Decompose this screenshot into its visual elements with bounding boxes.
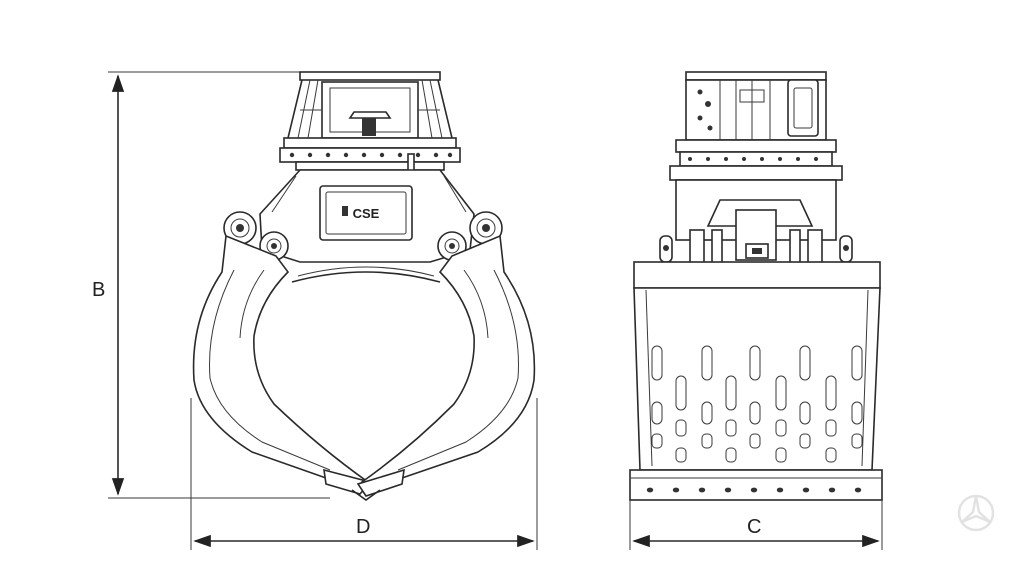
dimension-b-label: B [92, 279, 105, 301]
mercedes-star-icon [957, 494, 995, 532]
dimension-d-label: D [356, 516, 370, 538]
dimension-d: D [190, 398, 538, 550]
dimension-b: B [92, 71, 330, 499]
dimension-c-label: C [747, 516, 761, 538]
logo-plate-text: CSE [353, 206, 380, 221]
grapple-side-view [629, 71, 883, 501]
grapple-front-view: CSE [192, 71, 536, 501]
dimension-c: C [629, 500, 883, 550]
